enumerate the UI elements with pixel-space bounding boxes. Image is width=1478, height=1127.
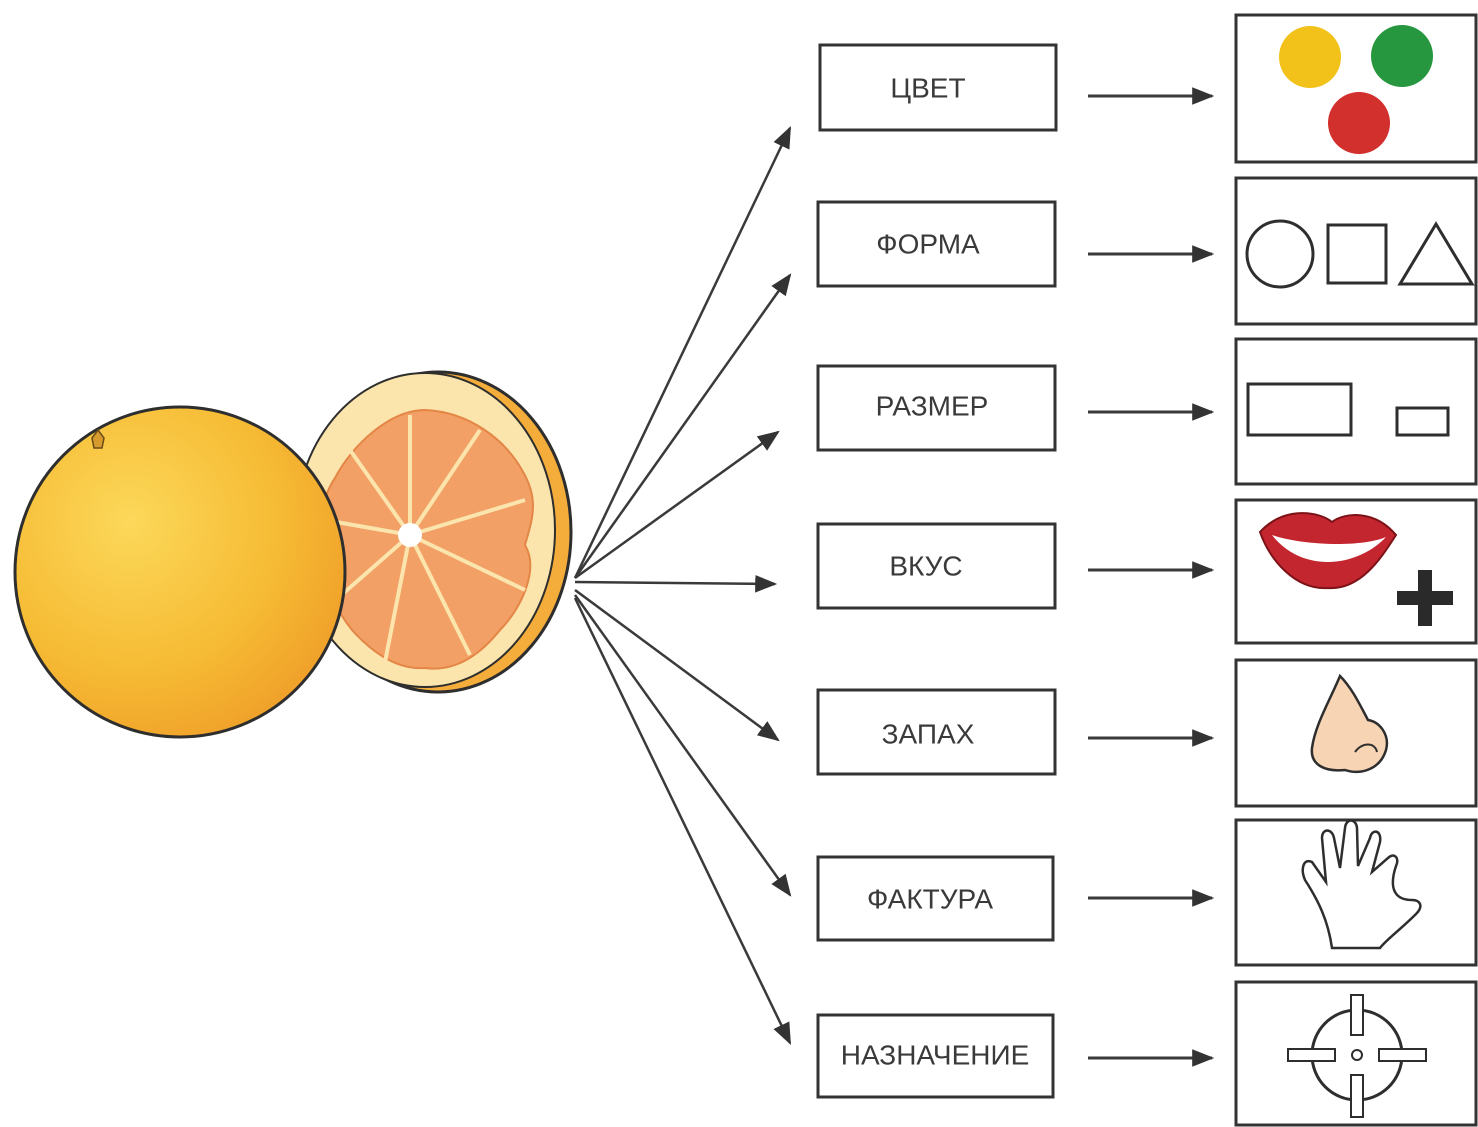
- label-purpose: НАЗНАЧЕНИЕ: [841, 1040, 1030, 1071]
- ray-shape: [573, 273, 792, 579]
- ray-size: [574, 430, 780, 580]
- label-taste: ВКУС: [889, 551, 962, 582]
- big-small-rectangles-icon: [1246, 382, 1450, 437]
- row-texture: ФАКТУРА: [816, 818, 1478, 967]
- ray-taste: [574, 575, 778, 593]
- label-box-shape: [816, 200, 1057, 288]
- label-shape: ФОРМА: [876, 229, 980, 260]
- row-color: ЦВЕТ: [818, 13, 1478, 164]
- row-shape: ФОРМА: [816, 176, 1478, 326]
- label-box-texture: [816, 855, 1055, 942]
- circle-square-triangle-icon: [1245, 219, 1475, 289]
- orange-flesh: [321, 408, 534, 670]
- label-box-purpose: [816, 1013, 1055, 1099]
- orange-illustration: [13, 370, 573, 739]
- label-box-smell: [816, 688, 1057, 776]
- ray-texture: [573, 594, 792, 897]
- ray-purpose: [573, 597, 792, 1045]
- rays: [573, 126, 792, 1045]
- row-taste: ВКУС: [816, 498, 1478, 645]
- traffic-light-dots-icon: [1279, 25, 1433, 154]
- row-size: РАЗМЕР: [816, 337, 1478, 486]
- label-box-taste: [816, 522, 1057, 610]
- icon-box-size: [1234, 337, 1478, 486]
- label-size: РАЗМЕР: [876, 391, 989, 422]
- ray-color: [573, 126, 792, 579]
- row-purpose: НАЗНАЧЕНИЕ: [816, 980, 1478, 1127]
- lips-plus-icon: [1258, 512, 1453, 626]
- orange-whole: [13, 405, 347, 739]
- nose-icon: [1310, 673, 1389, 774]
- ray-smell: [574, 588, 780, 742]
- target-crosshair-icon: [1287, 994, 1427, 1118]
- label-color: ЦВЕТ: [890, 73, 965, 104]
- hand-icon: [1301, 819, 1422, 950]
- label-texture: ФАКТУРА: [867, 884, 993, 915]
- orange-half: [294, 370, 573, 694]
- icon-box-shape: [1234, 176, 1478, 326]
- label-box-color: [818, 43, 1058, 132]
- label-box-size: [816, 364, 1057, 452]
- row-smell: ЗАПАХ: [816, 658, 1478, 808]
- label-smell: ЗАПАХ: [882, 719, 975, 750]
